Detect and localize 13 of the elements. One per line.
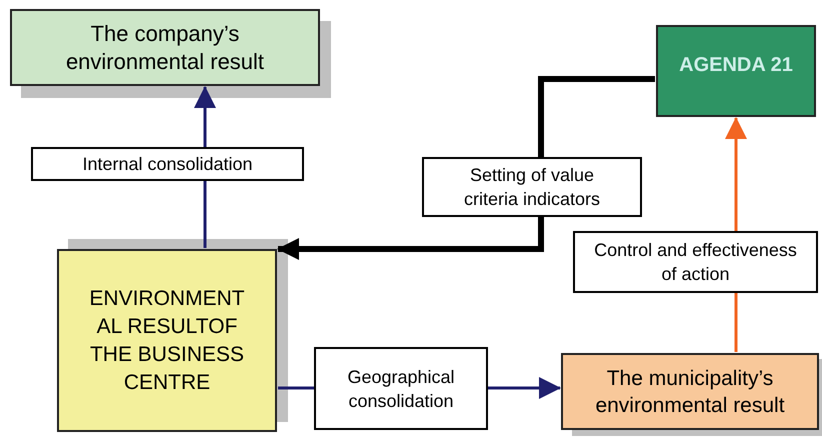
node-text: The company’s environmental result	[64, 20, 266, 76]
edge-label: Setting of value criteria indicators	[422, 157, 642, 217]
edge-label: Geographical consolidation	[314, 347, 488, 430]
edge-label: Control and effectiveness of action	[573, 231, 818, 293]
agenda-box	[656, 25, 816, 117]
result-box	[10, 9, 320, 86]
arrow	[277, 76, 655, 260]
business-centre-box	[57, 249, 277, 432]
result-box	[561, 353, 819, 430]
node-text: ENVIRONMENT AL RESULTOF THE BUSINESS CENTRE	[88, 286, 246, 396]
node-text: The municipality’s environmental result	[594, 366, 786, 418]
edge-label: Internal consolidation	[31, 147, 304, 181]
node-text: AGENDA 21	[679, 53, 793, 78]
